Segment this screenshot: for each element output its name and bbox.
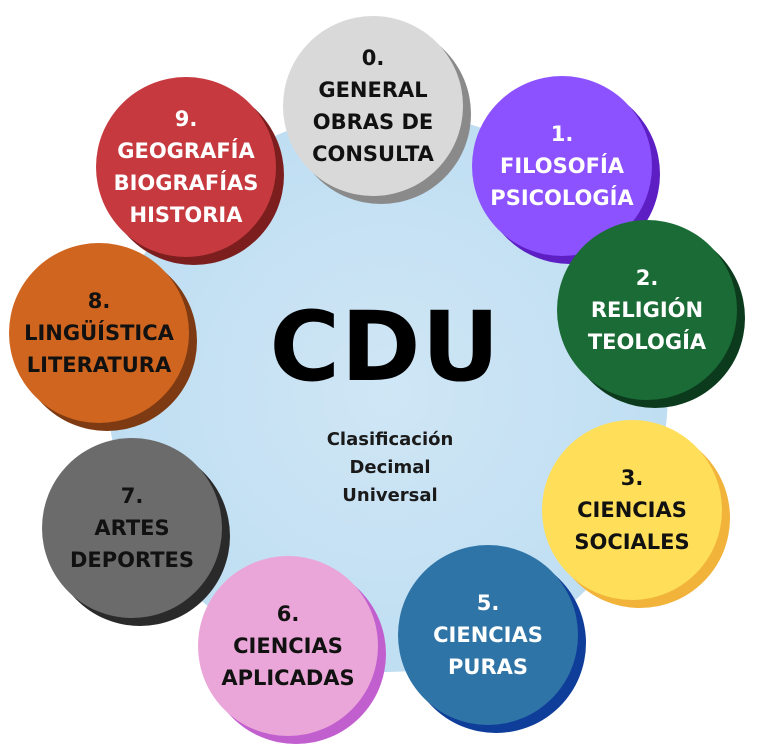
node-2-religion: 2. RELIGIÓN TEOLOGÍA (557, 220, 737, 400)
node-label-line: BIOGRAFÍAS (113, 171, 259, 195)
node-3-ciencias-sociales: 3. CIENCIAS SOCIALES (542, 420, 722, 600)
node-0-general: 0. GENERAL OBRAS DE CONSULTA (283, 16, 463, 196)
node-number: 2. (635, 266, 659, 290)
node-label-line: OBRAS DE (312, 110, 434, 134)
node-label-line: LINGÜÍSTICA (24, 321, 174, 345)
node-number: 6. (276, 602, 300, 626)
node-number: 0. (361, 46, 385, 70)
node-label-line: LITERATURA (26, 353, 172, 377)
subtitle-line: Clasificación (326, 429, 454, 450)
node-label-line: CONSULTA (312, 142, 434, 166)
node-8-linguistica: 8. LINGÜÍSTICA LITERATURA (9, 243, 189, 423)
node-label-line: SOCIALES (574, 530, 690, 554)
subtitle-line: Universal (342, 485, 438, 506)
node-label-line: CIENCIAS (577, 498, 687, 522)
node-label-line: TEOLOGÍA (587, 330, 707, 354)
node-label-line: CIENCIAS (233, 634, 343, 658)
node-label-line: GENERAL (318, 78, 428, 102)
node-label-line: FILOSOFÍA (499, 154, 625, 178)
node-number: 5. (476, 591, 500, 615)
node-label-line: RELIGIÓN (590, 298, 704, 322)
node-6-ciencias-aplicadas: 6. CIENCIAS APLICADAS (198, 556, 378, 736)
node-label-line: APLICADAS (221, 666, 355, 690)
node-7-artes: 7. ARTES DEPORTES (42, 438, 222, 618)
node-label-line: CIENCIAS (433, 623, 543, 647)
node-number: 8. (87, 289, 111, 313)
node-label-line: ARTES (94, 516, 170, 540)
node-9-geografia: 9. GEOGRAFÍA BIOGRAFÍAS HISTORIA (96, 77, 276, 257)
node-label-line: PSICOLOGÍA (490, 186, 634, 210)
subtitle-line: Decimal (349, 457, 431, 478)
node-number: 9. (174, 107, 198, 131)
cdu-title: CDU (269, 291, 501, 403)
node-number: 3. (620, 466, 644, 490)
node-label-line: HISTORIA (129, 203, 243, 227)
node-label-line: GEOGRAFÍA (117, 139, 255, 163)
cdu-subtitle: Clasificación Decimal Universal (290, 426, 490, 510)
node-label-line: DEPORTES (69, 548, 195, 572)
node-number: 1. (550, 122, 574, 146)
node-number: 7. (120, 484, 144, 508)
node-label-line: PURAS (448, 655, 528, 679)
node-5-ciencias-puras: 5. CIENCIAS PURAS (398, 545, 578, 725)
